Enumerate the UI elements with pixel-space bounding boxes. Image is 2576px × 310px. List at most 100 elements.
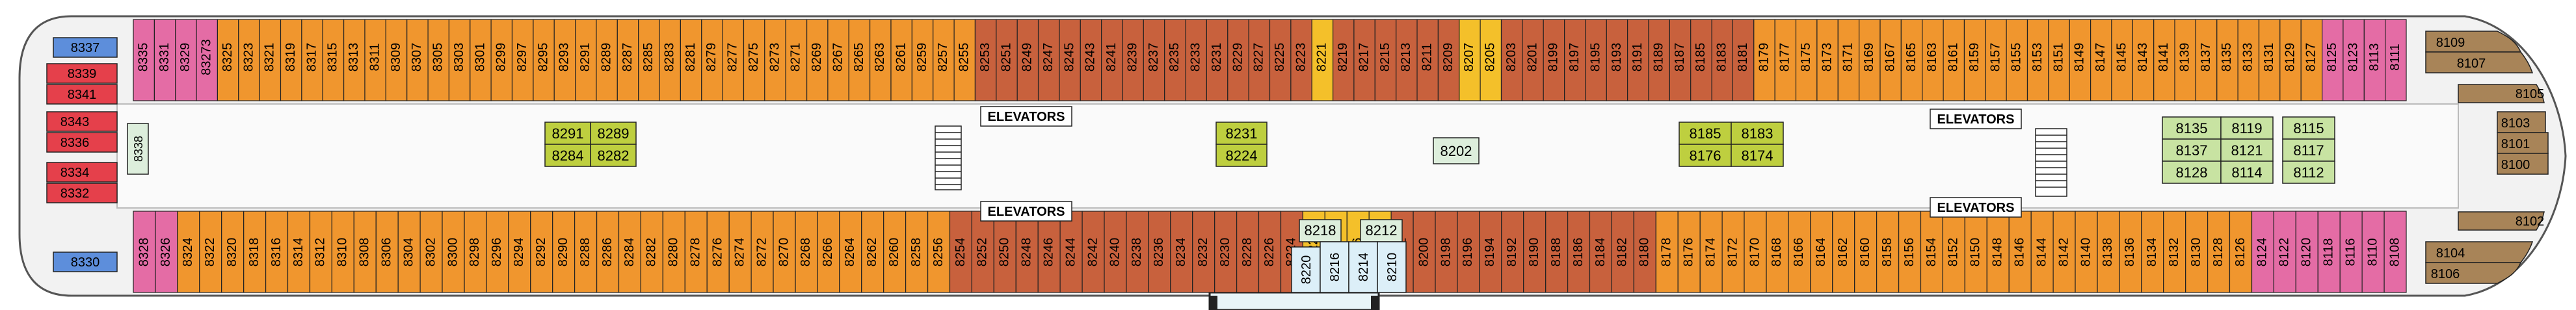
cabin-8301[interactable] bbox=[470, 19, 492, 101]
cabin-8191[interactable] bbox=[1627, 19, 1649, 101]
cabin-8248[interactable] bbox=[1015, 211, 1039, 293]
cabin-8259[interactable] bbox=[911, 19, 934, 101]
cabin-8182[interactable] bbox=[1611, 211, 1634, 293]
cabin-8190[interactable] bbox=[1523, 211, 1547, 293]
cabin-8126[interactable] bbox=[2229, 211, 2253, 293]
cabin-8164[interactable] bbox=[1810, 211, 1833, 293]
cabin-8277[interactable] bbox=[722, 19, 745, 101]
cabin-8116[interactable] bbox=[2339, 211, 2363, 293]
cabin-8128[interactable] bbox=[2207, 211, 2231, 293]
cabin-8288[interactable] bbox=[574, 211, 598, 293]
cabin-8235[interactable] bbox=[1164, 19, 1186, 101]
cabin-8240[interactable] bbox=[1104, 211, 1127, 293]
cabin-8215[interactable] bbox=[1374, 19, 1397, 101]
cabin-8262[interactable] bbox=[861, 211, 884, 293]
cabin-8117[interactable] bbox=[2282, 138, 2335, 162]
cabin-8157[interactable] bbox=[1985, 19, 2007, 101]
cabin-8221[interactable] bbox=[1311, 19, 1334, 101]
cabin-8217[interactable] bbox=[1353, 19, 1375, 101]
cabin-8112[interactable] bbox=[2282, 161, 2335, 184]
cabin-8270[interactable] bbox=[773, 211, 796, 293]
cabin-8223[interactable] bbox=[1290, 19, 1312, 101]
cabin-8228[interactable] bbox=[1236, 211, 1260, 293]
cabin-8101[interactable] bbox=[2497, 132, 2549, 154]
cabin-8294[interactable] bbox=[508, 211, 531, 293]
cabin-8166[interactable] bbox=[1788, 211, 1811, 293]
cabin-8275[interactable] bbox=[743, 19, 765, 101]
cabin-8225[interactable] bbox=[1269, 19, 1292, 101]
cabin-8123[interactable] bbox=[2343, 19, 2365, 101]
cabin-8174[interactable] bbox=[1731, 144, 1784, 167]
cabin-8213[interactable] bbox=[1396, 19, 1418, 101]
cabin-8334[interactable] bbox=[46, 162, 118, 183]
cabin-8296[interactable] bbox=[486, 211, 509, 293]
cabin-8289[interactable] bbox=[590, 122, 637, 145]
cabin-8332[interactable] bbox=[46, 183, 118, 203]
cabin-8211[interactable] bbox=[1416, 19, 1439, 101]
cabin-8304[interactable] bbox=[397, 211, 421, 293]
cabin-8307[interactable] bbox=[406, 19, 429, 101]
cabin-8168[interactable] bbox=[1766, 211, 1789, 293]
cabin-8130[interactable] bbox=[2185, 211, 2209, 293]
cabin-8251[interactable] bbox=[996, 19, 1018, 101]
cabin-8287[interactable] bbox=[617, 19, 639, 101]
cabin-8128[interactable] bbox=[2162, 161, 2222, 184]
cabin-8108[interactable] bbox=[2383, 211, 2407, 293]
cabin-8244[interactable] bbox=[1059, 211, 1083, 293]
cabin-8330[interactable] bbox=[53, 252, 118, 272]
cabin-8261[interactable] bbox=[890, 19, 913, 101]
cabin-8127[interactable] bbox=[2300, 19, 2323, 101]
cabin-8308[interactable] bbox=[353, 211, 377, 293]
cabin-8169[interactable] bbox=[1859, 19, 1881, 101]
cabin-8247[interactable] bbox=[1037, 19, 1060, 101]
cabin-8161[interactable] bbox=[1943, 19, 1965, 101]
cabin-8250[interactable] bbox=[993, 211, 1016, 293]
cabin-8269[interactable] bbox=[806, 19, 829, 101]
cabin-8141[interactable] bbox=[2153, 19, 2175, 101]
cabin-8110[interactable] bbox=[2361, 211, 2385, 293]
cabin-8118[interactable] bbox=[2317, 211, 2341, 293]
cabin-8185[interactable] bbox=[1690, 19, 1712, 101]
cabin-8183[interactable] bbox=[1731, 122, 1784, 145]
cabin-8249[interactable] bbox=[1016, 19, 1039, 101]
cabin-8291[interactable] bbox=[574, 19, 597, 101]
cabin-8238[interactable] bbox=[1126, 211, 1149, 293]
cabin-8174[interactable] bbox=[1699, 211, 1723, 293]
cabin-8295[interactable] bbox=[533, 19, 555, 101]
cabin-8145[interactable] bbox=[2111, 19, 2133, 101]
cabin-8283[interactable] bbox=[659, 19, 682, 101]
cabin-8315[interactable] bbox=[322, 19, 345, 101]
cabin-8142[interactable] bbox=[2052, 211, 2076, 293]
cabin-8212[interactable] bbox=[1360, 219, 1403, 242]
cabin-8165[interactable] bbox=[1900, 19, 1923, 101]
cabin-8214[interactable] bbox=[1348, 241, 1378, 293]
cabin-8153[interactable] bbox=[2026, 19, 2049, 101]
cabin-8227[interactable] bbox=[1248, 19, 1271, 101]
cabin-8197[interactable] bbox=[1564, 19, 1586, 101]
cabin-8151[interactable] bbox=[2048, 19, 2070, 101]
cabin-8336[interactable] bbox=[46, 132, 118, 153]
cabin-8158[interactable] bbox=[1876, 211, 1900, 293]
cabin-8284[interactable] bbox=[618, 211, 642, 293]
cabin-8312[interactable] bbox=[309, 211, 333, 293]
cabin-8102[interactable] bbox=[2458, 211, 2545, 231]
cabin-8343[interactable] bbox=[46, 111, 118, 132]
cabin-8177[interactable] bbox=[1774, 19, 1797, 101]
cabin-8299[interactable] bbox=[490, 19, 513, 101]
cabin-8314[interactable] bbox=[287, 211, 311, 293]
cabin-8185[interactable] bbox=[1679, 122, 1732, 145]
cabin-8328[interactable] bbox=[133, 211, 156, 293]
cabin-8193[interactable] bbox=[1606, 19, 1628, 101]
cabin-8144[interactable] bbox=[2030, 211, 2054, 293]
cabin-8201[interactable] bbox=[1522, 19, 1544, 101]
cabin-8194[interactable] bbox=[1479, 211, 1502, 293]
cabin-8289[interactable] bbox=[596, 19, 618, 101]
cabin-8339[interactable] bbox=[46, 63, 118, 84]
cabin-8148[interactable] bbox=[1986, 211, 2010, 293]
cabin-8147[interactable] bbox=[2090, 19, 2112, 101]
cabin-8205[interactable] bbox=[1480, 19, 1502, 101]
cabin-8179[interactable] bbox=[1753, 19, 1775, 101]
cabin-8203[interactable] bbox=[1500, 19, 1523, 101]
cabin-8282[interactable] bbox=[590, 144, 637, 167]
cabin-8293[interactable] bbox=[553, 19, 576, 101]
